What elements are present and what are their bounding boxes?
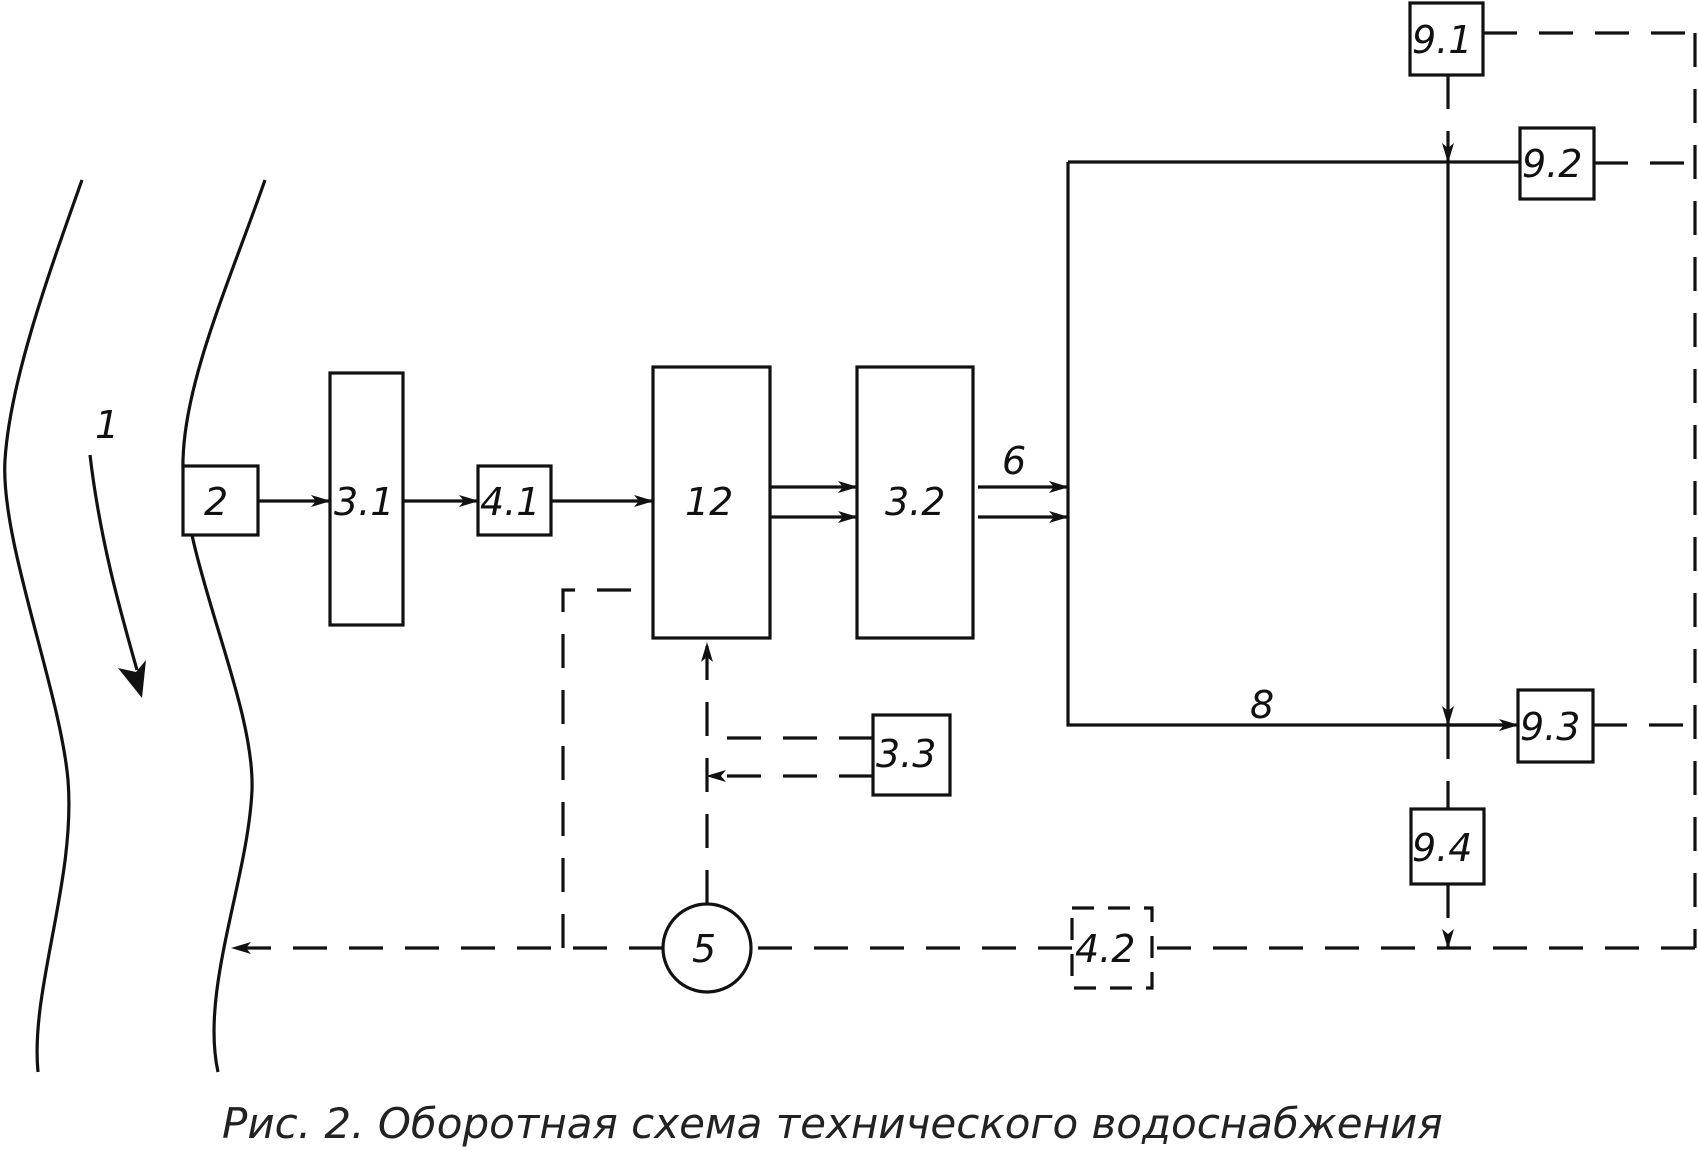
line-6-label: 6	[1002, 439, 1026, 483]
river-label: 1	[95, 403, 119, 447]
river-flow-arrow	[88, 454, 139, 671]
intake-label: 2	[204, 480, 228, 524]
unit-9-1-label: 9.1	[1412, 18, 1472, 62]
unit-4-2-box	[1070, 906, 1154, 990]
unit-12-box	[651, 365, 772, 640]
river-flow-arrowhead	[118, 660, 146, 698]
unit-9-3-label: 9.3	[1520, 705, 1580, 749]
pump-label: 5	[692, 927, 716, 971]
figure-caption: Рис. 2. Оборотная схема технического вод…	[222, 1099, 1443, 1148]
intake-box	[181, 464, 260, 537]
line-8-label: 8	[1250, 683, 1274, 727]
river-right-bank	[181, 179, 267, 1073]
bypass-to-12	[561, 588, 648, 948]
unit-3-1-label: 3.1	[334, 480, 394, 524]
unit-9-1-box	[1408, 1, 1485, 77]
supply-line-frame	[1066, 162, 1511, 727]
river-left-bank	[3, 179, 84, 1073]
unit-4-1-label: 4.1	[480, 480, 540, 524]
unit-3-2-box	[855, 365, 975, 640]
unit-3-3-label: 3.3	[876, 732, 936, 776]
unit-4-1-box	[476, 464, 553, 537]
unit-3-2-label: 3.2	[885, 480, 945, 524]
unit-9-4-box	[1409, 807, 1486, 886]
unit-12-label: 12	[685, 480, 733, 524]
unit-4-2-label: 4.2	[1075, 927, 1135, 971]
unit-3-3-box	[871, 713, 952, 797]
unit-9-4-label: 9.4	[1412, 826, 1472, 870]
unit-3-1-box	[328, 371, 405, 627]
unit-9-3-box	[1516, 688, 1595, 764]
unit-9-2-label: 9.2	[1522, 142, 1582, 186]
